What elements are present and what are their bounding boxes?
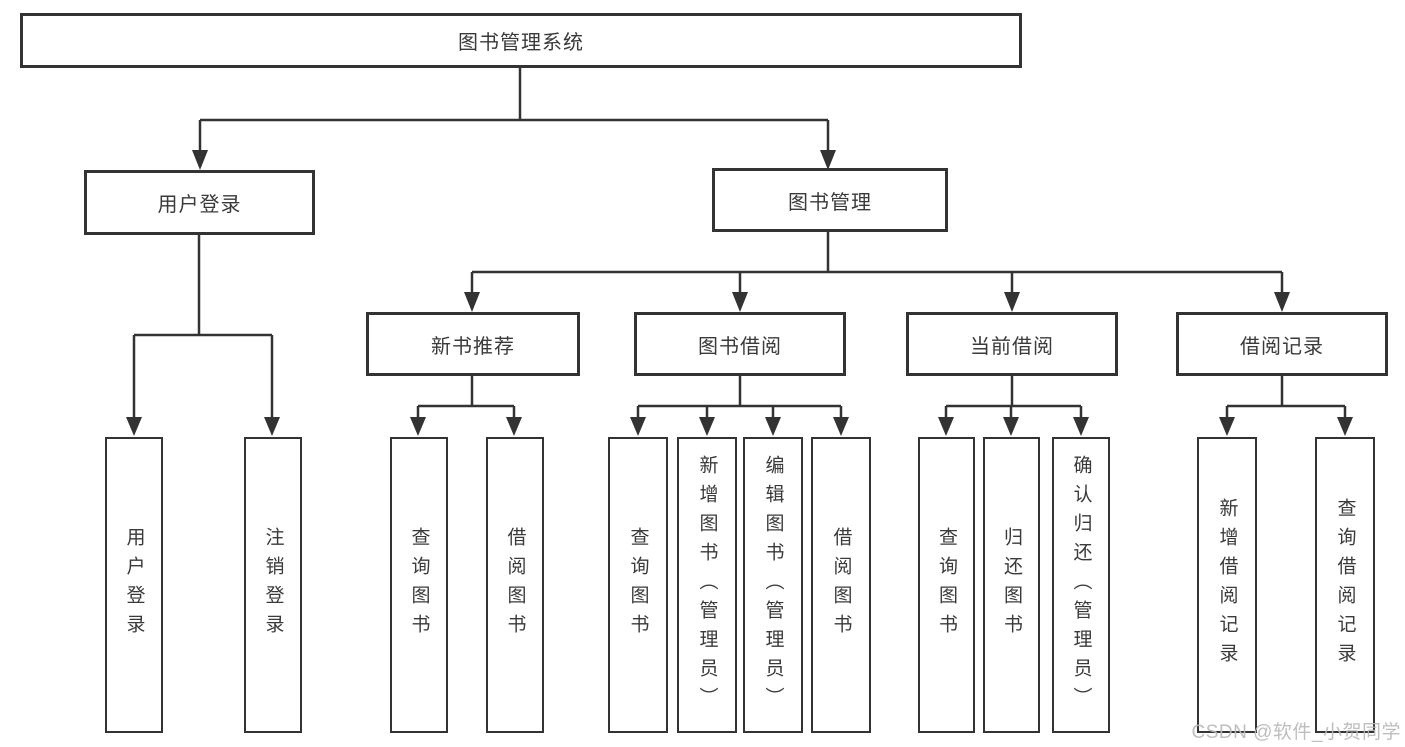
leaf-bw-add-books-admin: 新增图书（管理员） — [677, 437, 737, 733]
leaf-bw-add-books-admin-label: 新增图书（管理员） — [696, 454, 718, 716]
leaf-bw-borrow-books: 借阅图书 — [811, 437, 871, 733]
leaf-user-login-label: 用户登录 — [123, 527, 145, 643]
node-root-label: 图书管理系统 — [458, 32, 584, 54]
connector-root-to-level2 — [192, 68, 836, 170]
node-borrowing-records: 借阅记录 — [1176, 312, 1388, 376]
leaf-cur-query-books: 查询图书 — [918, 437, 975, 733]
node-user-login-label: 用户登录 — [157, 194, 242, 216]
leaf-nb-borrow-books: 借阅图书 — [486, 437, 544, 733]
node-borrowing-records-label: 借阅记录 — [1240, 335, 1324, 358]
node-current-borrowing-label: 当前借阅 — [970, 335, 1054, 358]
csdn-watermark: CSDN @软件_小贺同学 — [1191, 722, 1401, 743]
node-book-management-label: 图书管理 — [788, 191, 872, 214]
node-root: 图书管理系统 — [20, 13, 1022, 68]
connector-new-books-children — [410, 376, 522, 436]
leaf-nb-query-books-label: 查询图书 — [408, 527, 430, 643]
leaf-logout: 注销登录 — [244, 437, 302, 733]
leaf-cur-return-books-label: 归还图书 — [1001, 527, 1022, 643]
leaf-bw-query-books: 查询图书 — [608, 437, 668, 733]
leaf-nb-query-books: 查询图书 — [390, 437, 448, 733]
leaf-rec-add-record-label: 新增借阅记录 — [1216, 498, 1238, 672]
leaf-bw-edit-books-admin-label: 编辑图书（管理员） — [762, 454, 784, 716]
node-book-borrowing: 图书借阅 — [634, 312, 846, 376]
leaf-logout-label: 注销登录 — [262, 527, 284, 643]
leaf-bw-query-books-label: 查询图书 — [627, 527, 649, 643]
leaf-rec-query-record: 查询借阅记录 — [1315, 437, 1375, 733]
leaf-cur-return-books: 归还图书 — [983, 437, 1040, 733]
connector-user-login-children — [126, 235, 280, 436]
leaf-cur-query-books-label: 查询图书 — [936, 527, 957, 643]
connector-current-children — [938, 376, 1089, 436]
leaf-nb-borrow-books-label: 借阅图书 — [504, 527, 526, 643]
node-book-borrowing-label: 图书借阅 — [698, 335, 782, 358]
leaf-bw-borrow-books-label: 借阅图书 — [830, 527, 852, 643]
leaf-rec-add-record: 新增借阅记录 — [1197, 437, 1257, 733]
node-user-login: 用户登录 — [84, 170, 315, 235]
leaf-rec-query-record-label: 查询借阅记录 — [1334, 498, 1356, 672]
connector-book-mgmt-children — [464, 232, 1290, 312]
leaf-bw-edit-books-admin: 编辑图书（管理员） — [743, 437, 803, 733]
leaf-cur-confirm-return-admin-label: 确认归还（管理员） — [1070, 454, 1092, 716]
connector-records-children — [1219, 376, 1353, 436]
node-current-borrowing: 当前借阅 — [906, 312, 1118, 376]
node-new-book-recommendation: 新书推荐 — [366, 312, 580, 376]
node-new-book-recommendation-label: 新书推荐 — [431, 335, 515, 358]
connector-borrowing-children — [630, 376, 849, 436]
leaf-cur-confirm-return-admin: 确认归还（管理员） — [1052, 437, 1110, 733]
leaf-user-login: 用户登录 — [105, 437, 163, 733]
node-book-management: 图书管理 — [712, 168, 948, 232]
